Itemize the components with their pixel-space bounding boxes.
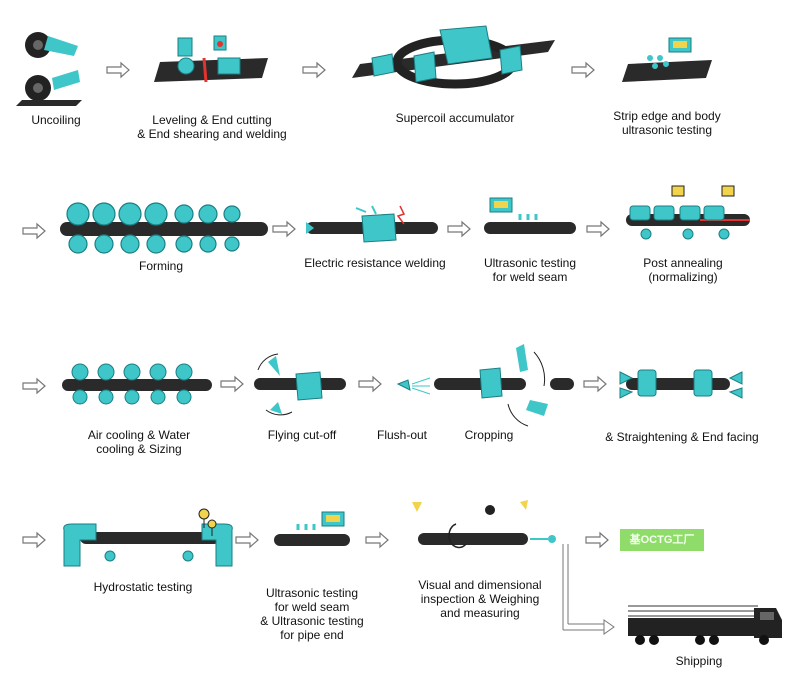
flow-arrow-2 bbox=[302, 62, 326, 78]
erw-illustration bbox=[306, 205, 438, 243]
forming-illustration bbox=[60, 202, 268, 254]
flow-arrow-10 bbox=[358, 376, 382, 392]
flow-arrow-8 bbox=[22, 378, 46, 394]
supercoil-illustration bbox=[352, 25, 555, 89]
label-visual-line-3: and measuring bbox=[440, 606, 520, 620]
label-strip-test-line-1: Strip edge and body bbox=[613, 109, 721, 123]
label-ut-end-line-3: & Ultrasonic testing bbox=[260, 614, 364, 628]
flow-arrow-13 bbox=[235, 532, 259, 548]
label-leveling-line-2: & End shearing and welding bbox=[137, 127, 287, 141]
cropping-illustration bbox=[434, 344, 574, 427]
label-strip-test: Strip edge and body ultrasonic testing bbox=[602, 109, 732, 137]
label-erw: Electric resistance welding bbox=[304, 256, 446, 270]
label-forming: Forming bbox=[138, 259, 183, 273]
shipping-branch-lines bbox=[562, 544, 615, 635]
label-ut-end-line-4: for pipe end bbox=[280, 628, 344, 642]
flow-arrow-15 bbox=[585, 532, 609, 548]
label-cutoff: Flying cut-off bbox=[267, 428, 337, 442]
label-flush: Flush-out bbox=[376, 428, 428, 442]
truck-illustration bbox=[628, 605, 782, 645]
label-ut-end: Ultrasonic testing for weld seam & Ultra… bbox=[250, 586, 374, 642]
flow-arrow-1 bbox=[106, 62, 130, 78]
label-leveling: Leveling & End cutting & End shearing an… bbox=[126, 113, 298, 141]
annealing-illustration bbox=[626, 185, 750, 240]
label-ut-seam: Ultrasonic testing for weld seam bbox=[470, 256, 590, 284]
label-visual-line-2: inspection & Weighing bbox=[420, 592, 540, 606]
label-annealing-line-1: Post annealing bbox=[643, 256, 723, 270]
label-ut-end-line-1: Ultrasonic testing bbox=[265, 586, 359, 600]
flow-arrow-9 bbox=[220, 376, 244, 392]
hydrostatic-illustration bbox=[63, 508, 233, 567]
uncoiling-illustration bbox=[16, 32, 82, 106]
label-straighten: & Straightening & End facing bbox=[605, 430, 759, 444]
label-annealing: Post annealing (normalizing) bbox=[628, 256, 738, 284]
strip-ut-illustration bbox=[622, 37, 712, 82]
watermark-badge: 基OCTG工厂 bbox=[620, 529, 704, 551]
cooling-illustration bbox=[62, 363, 212, 405]
label-visual-line-1: Visual and dimensional bbox=[418, 578, 542, 592]
label-supercoil: Supercoil accumulator bbox=[395, 111, 515, 125]
visual-inspection-illustration bbox=[412, 500, 556, 549]
ut-end-illustration bbox=[274, 511, 350, 546]
ut-seam-illustration bbox=[484, 197, 576, 234]
flow-arrow-11 bbox=[583, 376, 607, 392]
cutoff-illustration bbox=[254, 353, 346, 416]
label-cooling: Air cooling & Water cooling & Sizing bbox=[66, 428, 212, 456]
label-cooling-line-2: cooling & Sizing bbox=[96, 442, 182, 456]
label-hydro: Hydrostatic testing bbox=[93, 580, 193, 594]
label-annealing-line-2: (normalizing) bbox=[648, 270, 718, 284]
label-ut-seam-line-2: for weld seam bbox=[492, 270, 568, 284]
label-strip-test-line-2: ultrasonic testing bbox=[621, 123, 713, 137]
label-cooling-line-1: Air cooling & Water bbox=[87, 428, 191, 442]
flow-arrow-4 bbox=[22, 223, 46, 239]
flush-illustration bbox=[396, 377, 431, 395]
label-ut-end-line-2: for weld seam bbox=[274, 600, 350, 614]
flow-arrow-3 bbox=[571, 62, 595, 78]
flow-arrow-7 bbox=[586, 221, 610, 237]
label-leveling-line-1: Leveling & End cutting bbox=[152, 113, 272, 127]
flow-arrow-5 bbox=[272, 221, 296, 237]
label-shipping: Shipping bbox=[675, 654, 723, 668]
flow-arrow-14 bbox=[365, 532, 389, 548]
label-ut-seam-line-1: Ultrasonic testing bbox=[483, 256, 577, 270]
leveling-illustration bbox=[154, 35, 268, 83]
flow-arrow-6 bbox=[447, 221, 471, 237]
label-uncoiling: Uncoiling bbox=[31, 113, 81, 127]
flow-arrow-12 bbox=[22, 532, 46, 548]
label-visual: Visual and dimensional inspection & Weig… bbox=[402, 578, 558, 620]
straightening-illustration bbox=[619, 369, 743, 399]
label-cropping: Cropping bbox=[464, 428, 514, 442]
